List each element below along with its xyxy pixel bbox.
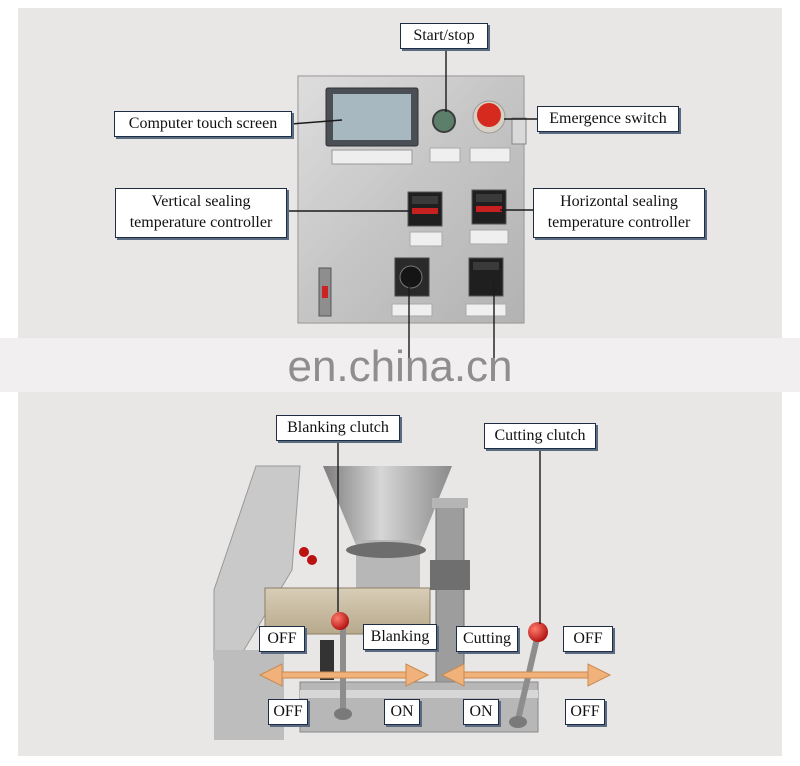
label-horizontal-line-2: temperature controller: [547, 214, 691, 231]
vertical-temperature-controller: [407, 191, 443, 247]
label-emergence-switch: Emergence switch: [537, 106, 679, 132]
label-off-blanking-top: OFF: [259, 626, 305, 652]
label-vertical-line-2: temperature controller: [129, 214, 273, 231]
label-vertical-line-1: Vertical sealing: [151, 193, 251, 210]
label-on-blanking: ON: [384, 699, 420, 725]
blanking-direction-arrow: [258, 663, 430, 687]
label-off-blanking-bottom: OFF: [268, 699, 308, 725]
touch-screen: [325, 87, 419, 165]
label-cutting-clutch: Cutting clutch: [484, 423, 596, 449]
horizontal-temperature-controller: [469, 189, 509, 245]
emergency-switch: [469, 100, 527, 163]
watermark-text: en.china.cn: [287, 342, 513, 391]
machine-frame: [213, 465, 539, 740]
label-off-cutting-top: OFF: [563, 626, 613, 652]
label-blanking: Blanking: [363, 624, 437, 650]
label-blanking-clutch: Blanking clutch: [276, 415, 400, 441]
label-horizontal-line-1: Horizontal sealing: [560, 193, 678, 210]
label-vertical-sealing-controller: Vertical sealing temperature controller: [115, 188, 287, 238]
label-start-stop: Start/stop: [400, 23, 488, 49]
blanking-clutch-lever: [331, 612, 352, 720]
label-off-cutting-bottom: OFF: [565, 699, 605, 725]
label-computer-touch-screen: Computer touch screen: [114, 111, 292, 137]
watermark-band: [0, 338, 800, 392]
label-on-cutting: ON: [463, 699, 499, 725]
leader-lines: [287, 50, 541, 624]
cabinet-lower-components: [318, 257, 507, 317]
label-horizontal-sealing-controller: Horizontal sealing temperature controlle…: [533, 188, 705, 238]
label-cutting: Cutting: [456, 626, 518, 652]
start-stop-button: [429, 109, 461, 163]
cutting-direction-arrow: [440, 663, 612, 687]
